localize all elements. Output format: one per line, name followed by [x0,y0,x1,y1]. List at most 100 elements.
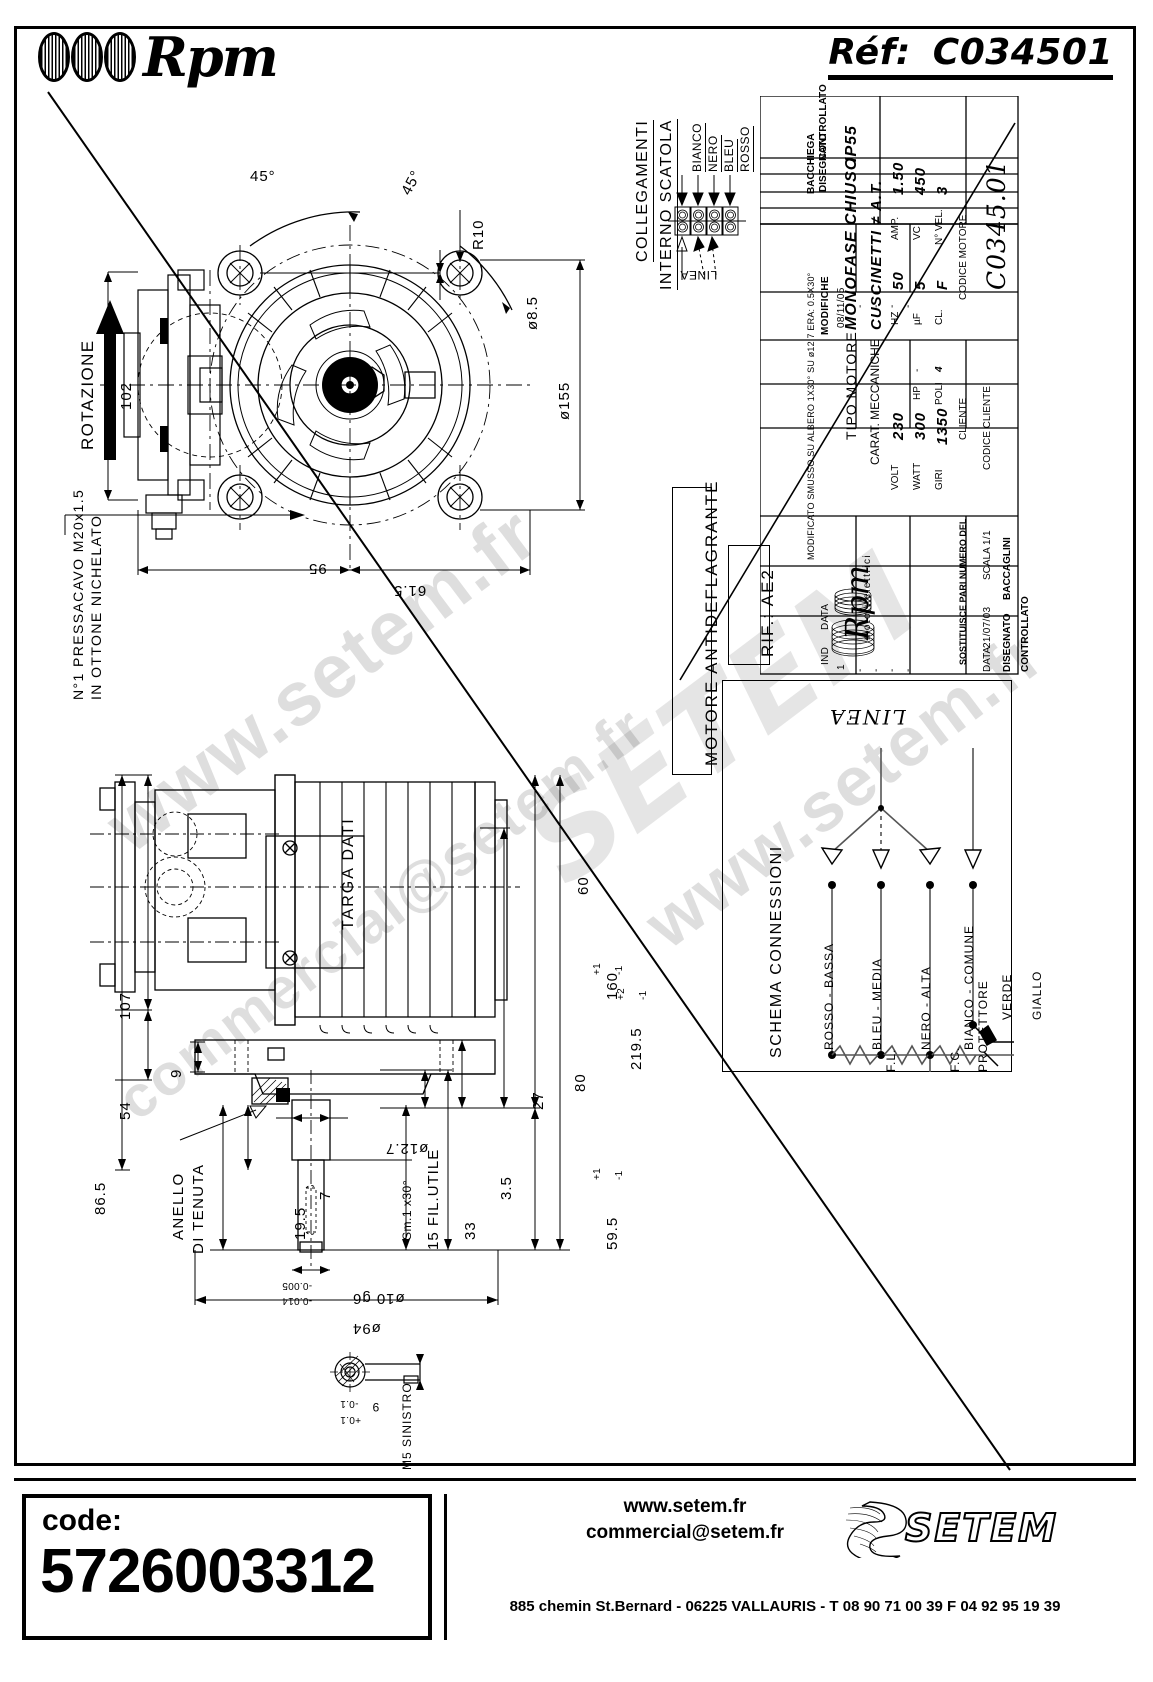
scala-label: SCALA [982,547,993,580]
reference-block: Réf:C034501 [828,32,1113,80]
ref-value: C034501 [932,32,1113,73]
dim-219-5: 219.5 [628,1027,645,1070]
data-label: DATA [982,646,993,672]
hz-value: 50 [890,271,907,290]
dim-8-5: ø8.5 [524,295,541,330]
dim-80: 80 [572,1073,589,1092]
dim-219-tol-dn: -1 [638,990,649,1001]
hp-value: - [912,368,923,372]
dim-107: 107 [117,991,134,1020]
dim-219-tol-up: +2 [616,987,627,1000]
cliente-label: CLIENTE [958,397,969,440]
rpm-logo-text: Rpm [143,25,279,89]
dim-160-tol-dn: -1 [614,965,625,976]
dim-R10: R10 [470,219,487,250]
giri-value: 1350 [934,407,951,445]
vc-label: VC [912,226,923,240]
volt-value: 230 [890,411,907,440]
poli-value: 4 [934,366,945,372]
data-value: 21/07/03 [982,606,993,648]
schema-protettore: PROTETTORE [976,980,990,1072]
volt-label: VOLT [890,464,901,490]
tipo-motore-value: MONOFASE CHIUSO [843,156,860,330]
rif-label: RIF.: AE2 [758,568,777,657]
collegamenti-wire-rosso: ROSSO [738,126,754,172]
m5-tol-dn: -0.1 [340,1398,359,1409]
terminal-block-diagram [668,175,746,280]
coil-icon [38,32,136,82]
disegnato2-value: BACCAGLINI [1002,537,1013,600]
rpm-logo: Rpm [38,25,279,89]
m5-tol-up: +0.1 [340,1414,361,1425]
modifiche-note: MODIFICATO SMUSSO SU ALBERO 1X30° SU ø12… [806,272,816,560]
collegamenti-title-1: COLLEGAMENTI [634,119,654,262]
dim-19-5: 19.5 [292,1206,309,1240]
modifiche-header: MODIFICHE [820,276,831,335]
schema-fl: F.L. [884,1048,898,1072]
sostituisce-value: - [958,556,969,560]
poli-label: POLI [934,382,945,405]
uf-label: µF [912,313,923,325]
schema-wire-verde: VERDE [1000,973,1014,1020]
collegamenti-wire-bleu: BLEU [722,138,738,172]
rev-ind: 1 [836,664,847,670]
pressacavo-note-2: IN OTTONE NICHELATO [88,514,104,700]
schema-wire-bleu: BLEU - MEDIA [870,957,884,1050]
setem-logo-icon [830,1496,1080,1558]
carat-value: CUSCINETTI ≠ A.T. [868,179,885,330]
dim-86-5: 86.5 [92,1181,109,1215]
cl-value: F [934,279,951,290]
footer-email[interactable]: commercial@setem.fr [585,1521,785,1543]
anello-label-1: ANELLO [170,1172,187,1240]
rev-c3b: - [887,668,898,672]
dim-59-tol-up: +1 [592,1167,603,1180]
watt-label: WATT [912,462,923,490]
schema-wire-bianco: BIANCO - COMUNE [962,924,976,1050]
uf-value: 5 [912,280,929,290]
footer-website[interactable]: www.setem.fr [623,1496,747,1517]
dim-61-5: 61.5 [393,582,427,599]
amp-value: 1.50 [890,161,907,195]
rev-c4b: - [903,668,914,672]
footer-bar [14,1478,1136,1664]
top-view-drawing [100,210,585,575]
dim-155: ø155 [556,381,573,420]
m5-label: M5 SINISTRO [400,1382,414,1470]
codice-motore-label: CODICE MOTORE [958,214,969,300]
dim-95: 95 [308,560,327,577]
rev-c3: - [887,304,898,308]
dim-59-5: 59.5 [604,1216,621,1250]
rev-c1b: - [855,668,866,672]
rotation-label: ROTAZIONE [78,339,97,450]
dim-102: 102 [118,381,135,410]
side-view-drawing [90,774,570,1305]
dim-54: 54 [117,1101,134,1120]
title-block-grid [760,96,1019,675]
targa-dati-label: TARGA DATI [340,817,357,930]
ip-value: IP55 [843,125,860,162]
footer-web-block: www.setem.fr commercial@setem.fr [470,1494,900,1545]
dim-33: 33 [462,1221,479,1240]
schema-fc: F.C. [948,1046,962,1072]
hz-label: HZ [890,311,901,325]
controllato2-label: CONTROLLATO [1020,596,1031,672]
schema-wire-giallo: GIALLO [1030,970,1044,1020]
code-box: code: 5726003312 [22,1494,432,1640]
code-label: code: [42,1504,123,1537]
dim-15-fil: 15 FIL.UTILE [425,1148,442,1250]
disegnato-value: BACCHIEGA [806,133,817,194]
collegamenti-wire-bianco: BIANCO [690,122,706,172]
codice-cliente-label: CODICE CLIENTE [982,386,993,470]
code-value: 5726003312 [40,1537,376,1606]
schema-box [722,680,1012,1072]
nvel-label: N° VEL. [934,209,945,245]
dim-12-7: ø12.7 [385,1140,429,1157]
dim-10-tol-up: -0.005 [282,1280,313,1291]
hp-label: HP [912,386,923,400]
dim-9: 9 [168,1068,185,1078]
dim-160-tol-up: +1 [592,962,603,975]
dim-27: 27 [530,1091,547,1110]
dim-59-tol-dn: -1 [614,1170,625,1181]
dim-7: 7 [317,1190,334,1200]
